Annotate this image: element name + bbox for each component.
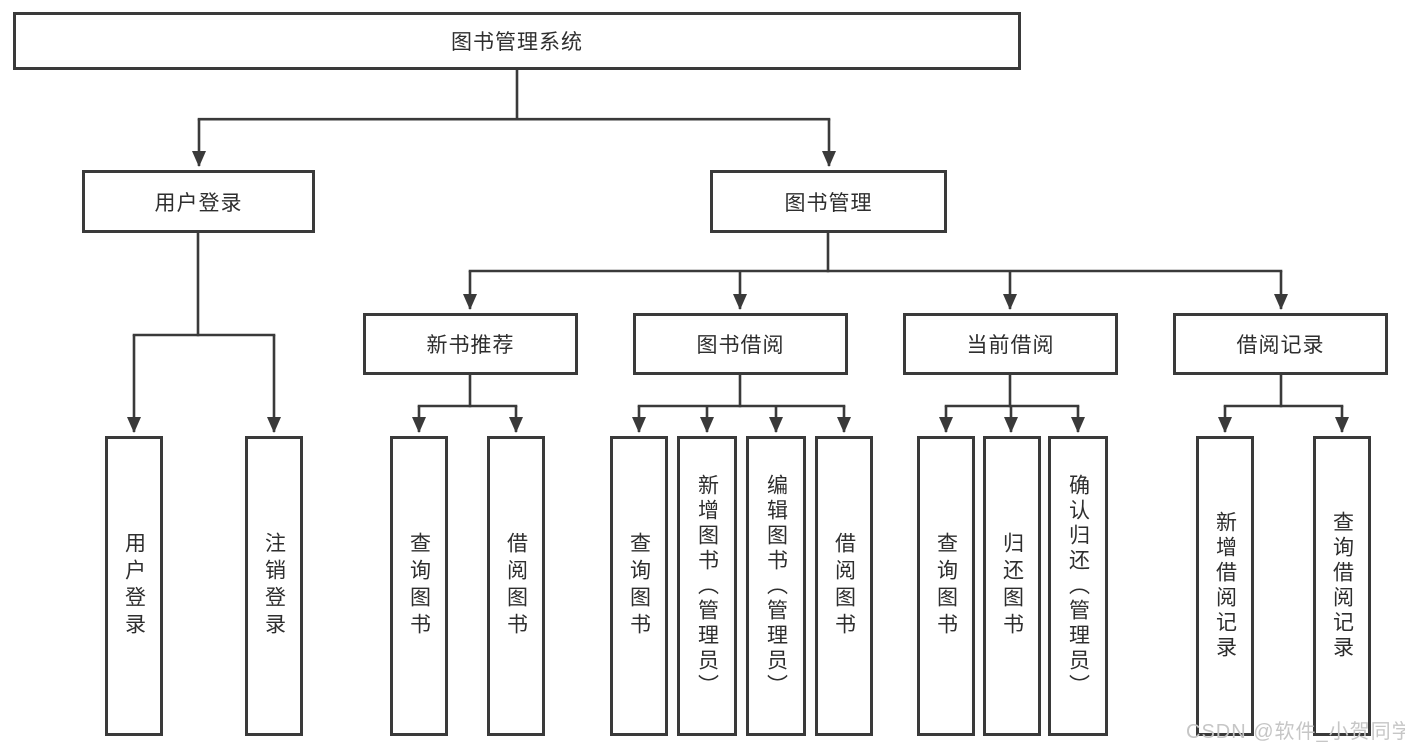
node-label: 借阅图书 — [832, 532, 856, 640]
node-label: 当前借阅 — [966, 334, 1055, 357]
node-label: 图书管理 — [784, 191, 873, 215]
node-book-borrow: 图书借阅 — [633, 313, 848, 375]
node-label: 查询借阅记录 — [1330, 511, 1354, 661]
node-book-management: 图书管理 — [710, 170, 947, 233]
leaf-borrow-books: 借阅图书 — [487, 436, 545, 736]
leaf-query-books: 查询图书 — [390, 436, 448, 736]
node-label: 查询图书 — [627, 532, 651, 640]
node-label: 用户登录 — [154, 191, 243, 215]
node-current-borrow: 当前借阅 — [903, 313, 1118, 375]
leaf-logout: 注销登录 — [245, 436, 303, 736]
node-label: 图书管理系统 — [451, 31, 583, 54]
leaf-return-books: 归还图书 — [983, 436, 1041, 736]
node-label: 新增借阅记录 — [1213, 511, 1237, 661]
leaf-query-books: 查询图书 — [610, 436, 668, 736]
csdn-watermark: CSDN @软件_小贺同学 — [1186, 721, 1405, 743]
leaf-confirm-return-admin: 确认归还（管理员） — [1048, 436, 1108, 736]
node-new-book-recommend: 新书推荐 — [363, 313, 578, 375]
node-label: 借阅记录 — [1236, 334, 1325, 357]
node-label: 确认归还（管理员） — [1066, 473, 1090, 699]
node-label: 查询图书 — [407, 532, 431, 640]
leaf-add-books-admin: 新增图书（管理员） — [677, 436, 737, 736]
leaf-user-login: 用户登录 — [105, 436, 163, 736]
leaf-edit-books-admin: 编辑图书（管理员） — [746, 436, 806, 736]
node-label: 新增图书（管理员） — [695, 473, 719, 699]
node-label: 新书推荐 — [426, 334, 515, 357]
node-borrow-records: 借阅记录 — [1173, 313, 1388, 375]
node-label: 查询图书 — [934, 532, 958, 640]
node-label: 归还图书 — [1000, 532, 1024, 640]
node-label: 注销登录 — [262, 532, 286, 640]
node-label: 借阅图书 — [504, 532, 528, 640]
node-library-management-system: 图书管理系统 — [13, 12, 1021, 70]
leaf-add-borrow-record: 新增借阅记录 — [1196, 436, 1254, 736]
leaf-query-borrow-record: 查询借阅记录 — [1313, 436, 1371, 736]
leaf-borrow-books: 借阅图书 — [815, 436, 873, 736]
node-label: 编辑图书（管理员） — [764, 473, 788, 699]
node-label: 图书借阅 — [696, 334, 785, 357]
node-label: 用户登录 — [122, 532, 146, 640]
node-user-login: 用户登录 — [82, 170, 315, 233]
leaf-query-books: 查询图书 — [917, 436, 975, 736]
